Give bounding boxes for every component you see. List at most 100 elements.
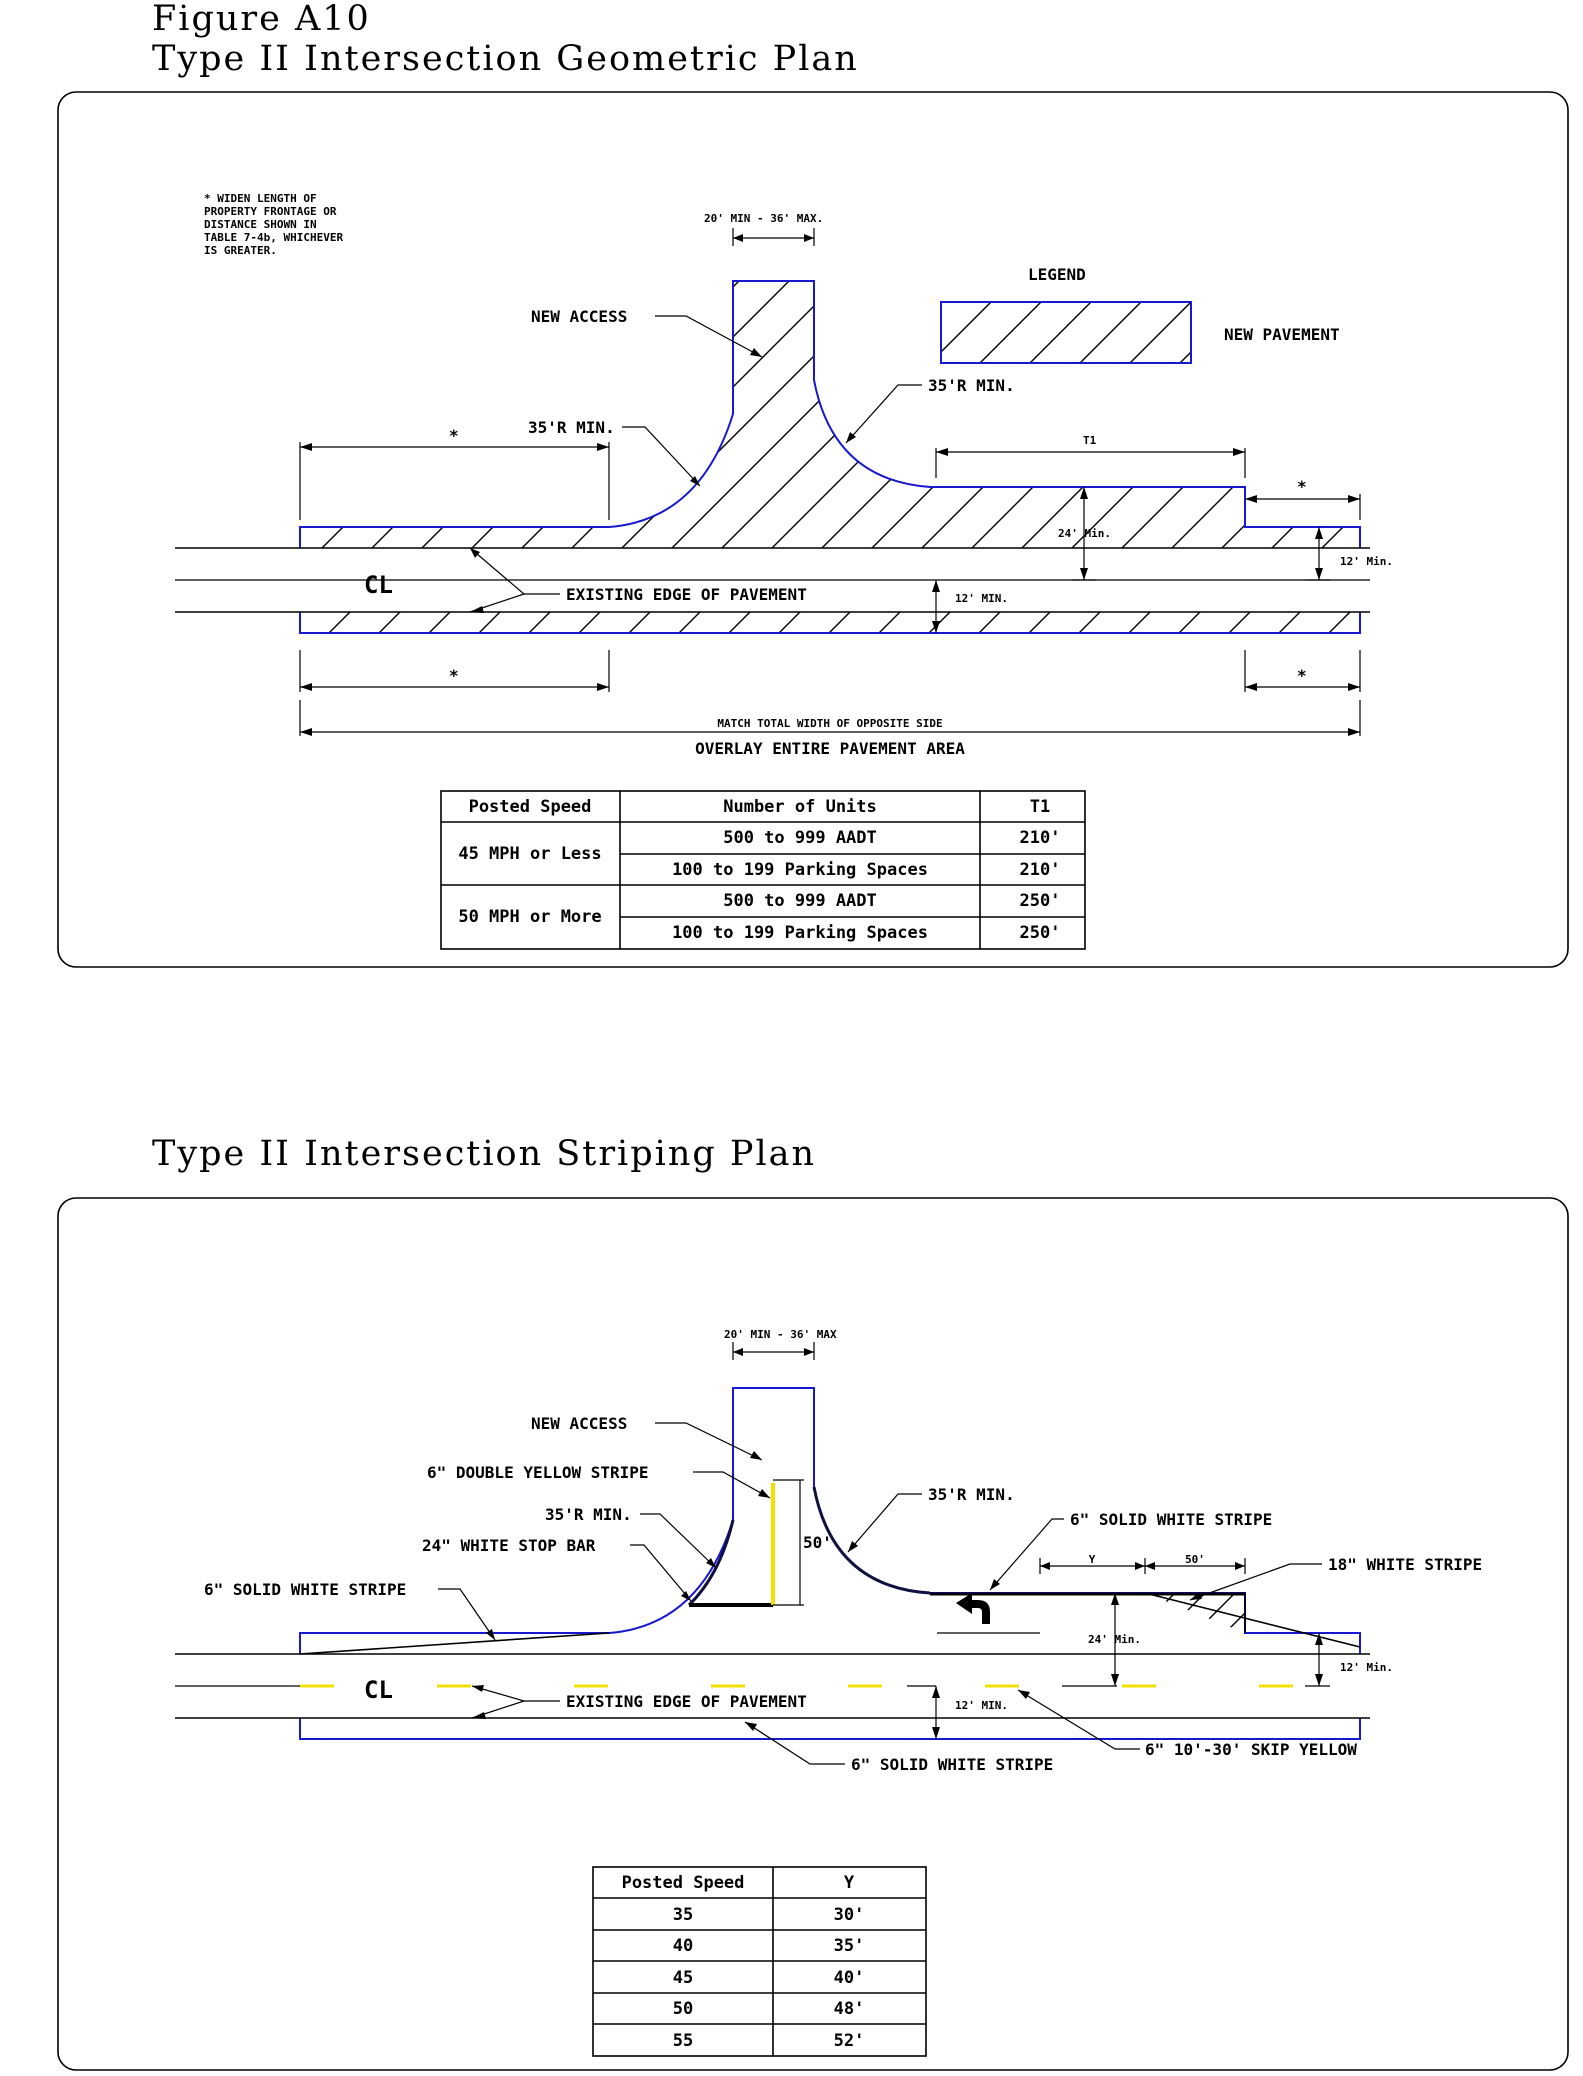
overlay-label: OVERLAY ENTIRE PAVEMENT AREA bbox=[695, 739, 965, 758]
hatch-line bbox=[300, 281, 501, 548]
hatch-line bbox=[1145, 1593, 1146, 1633]
existing-edge-label: EXISTING EDGE OF PAVEMENT bbox=[566, 585, 807, 604]
white-18-label: 18" WHITE STRIPE bbox=[1328, 1555, 1482, 1574]
y-table-speed-4: 50 bbox=[673, 1999, 693, 2019]
access-width-label-striping: 20' MIN - 36' MAX bbox=[724, 1328, 837, 1341]
t1-table-units-3: 500 to 999 AADT bbox=[723, 891, 877, 911]
geometric-panel-frame bbox=[57, 91, 1569, 968]
hatch-line bbox=[1079, 302, 1142, 363]
radius-left-label-striping: 35'R MIN. bbox=[545, 1505, 632, 1524]
y-table-y-3: 40' bbox=[834, 1968, 865, 1988]
hatch-line bbox=[1328, 612, 1351, 633]
star-bottom-right: * bbox=[1297, 666, 1307, 685]
hatch-line bbox=[1129, 302, 1191, 363]
hatch-line bbox=[1228, 612, 1251, 633]
new-pavement-hatch-bottom bbox=[300, 612, 1400, 633]
y-table-speed-5: 55 bbox=[673, 2031, 693, 2051]
y-dim-label: Y bbox=[1089, 1553, 1096, 1566]
centerline-symbol: CL bbox=[364, 571, 393, 599]
hatch-line bbox=[1071, 281, 1351, 548]
hatch-line bbox=[300, 281, 351, 548]
hatch-line bbox=[1021, 281, 1301, 548]
t1-table-units-4: 100 to 199 Parking Spaces bbox=[672, 923, 928, 943]
t1-table-t1-1: 210' bbox=[1020, 828, 1061, 848]
striping-panel-frame bbox=[57, 1197, 1569, 2071]
hatch-line bbox=[478, 612, 501, 633]
star-top-right: * bbox=[1297, 477, 1307, 496]
new-access-label-striping: NEW ACCESS bbox=[531, 1414, 627, 1433]
match-width-label: MATCH TOTAL WIDTH OF OPPOSITE SIDE bbox=[717, 717, 942, 730]
hatch-line bbox=[1029, 302, 1092, 363]
y-table-header-speed: Posted Speed bbox=[622, 1873, 745, 1893]
new-pavement-outline-top bbox=[299, 280, 1361, 548]
solid-white-left-label: 6" SOLID WHITE STRIPE bbox=[204, 1580, 406, 1599]
hatch-line bbox=[1522, 270, 1583, 548]
y-table-speed-2: 40 bbox=[673, 1936, 693, 1956]
fifty-label: 50' bbox=[803, 1533, 832, 1552]
centerline-c-striping: CL bbox=[364, 1676, 393, 1704]
hatch-line bbox=[878, 612, 901, 633]
hatch-line bbox=[871, 281, 1151, 548]
hatch-line bbox=[671, 281, 951, 548]
star-bottom-left: * bbox=[449, 666, 459, 685]
existing-edge-label-striping: EXISTING EDGE OF PAVEMENT bbox=[566, 1692, 807, 1711]
hatch-line bbox=[300, 281, 301, 548]
hatch-line bbox=[628, 612, 651, 633]
hatch-line bbox=[778, 612, 801, 633]
hatch-line bbox=[1028, 612, 1051, 633]
y-table-y-4: 48' bbox=[834, 1999, 865, 2019]
pavement-outline-bottom bbox=[299, 1718, 1361, 1740]
hatch-line bbox=[728, 612, 751, 633]
hatch-line bbox=[300, 281, 551, 548]
left-turn-arrow bbox=[937, 1593, 1040, 1634]
t1-table-t1-2: 210' bbox=[1020, 860, 1061, 880]
hatch-line bbox=[971, 281, 1251, 548]
width-12-center-label-striping: 12' MIN. bbox=[955, 1699, 1008, 1712]
width-24-label: 24' Min. bbox=[1058, 527, 1111, 540]
y-table: Posted Speed Y 35 30' 40 35' 45 40' 50 4… bbox=[592, 1866, 927, 2057]
hatch-line bbox=[1422, 270, 1583, 548]
hatch-line bbox=[300, 612, 301, 613]
width-12-right-label: 12' Min. bbox=[1340, 555, 1393, 568]
y-table-speed-3: 45 bbox=[673, 1968, 693, 1988]
hatch-line bbox=[1145, 1593, 1176, 1633]
hatch-line bbox=[721, 281, 1001, 548]
widen-note-line-1: * WIDEN LENGTH OF bbox=[204, 192, 317, 205]
new-pavement-hatch-top bbox=[300, 270, 1583, 548]
hatch-line bbox=[1379, 612, 1400, 633]
t1-table-header-t1: T1 bbox=[1030, 797, 1050, 817]
hatch-line bbox=[328, 612, 351, 633]
new-access-label: NEW ACCESS bbox=[531, 307, 627, 326]
y-table-y-2: 35' bbox=[834, 1936, 865, 1956]
hatch-line bbox=[941, 302, 942, 303]
radius-right-label: 35'R MIN. bbox=[928, 376, 1015, 395]
width-24-label-striping: 24' Min. bbox=[1088, 1633, 1141, 1646]
t1-table-header-units: Number of Units bbox=[723, 797, 877, 817]
t1-table-speed-1: 45 MPH or Less bbox=[458, 844, 601, 864]
fifty-small-label: 50' bbox=[1185, 1553, 1205, 1566]
solid-white-bottom-label: 6" SOLID WHITE STRIPE bbox=[851, 1755, 1053, 1774]
t1-table: Posted Speed Number of Units T1 45 MPH o… bbox=[440, 790, 1086, 950]
legend-swatch bbox=[940, 301, 1192, 364]
solid-white-right-label: 6" SOLID WHITE STRIPE bbox=[1070, 1510, 1272, 1529]
legend-title: LEGEND bbox=[1028, 265, 1086, 284]
hatch-line bbox=[578, 612, 601, 633]
geometric-plan-title: Type II Intersection Geometric Plan bbox=[152, 39, 859, 79]
new-pavement-outline-bottom bbox=[299, 612, 1361, 634]
t1-table-t1-4: 250' bbox=[1020, 923, 1061, 943]
hatch-line bbox=[1472, 270, 1583, 548]
t1-table-speed-2: 50 MPH or More bbox=[458, 907, 601, 927]
hatch-line bbox=[1321, 281, 1360, 548]
hatch-line bbox=[1078, 612, 1101, 633]
widen-note-line-2: PROPERTY FRONTAGE OR bbox=[204, 205, 337, 218]
y-table-speed-1: 35 bbox=[673, 1905, 693, 1925]
widen-note-line-4: TABLE 7-4b, WHICHEVER bbox=[204, 231, 343, 244]
hatch-line bbox=[621, 281, 901, 548]
hatch-line bbox=[1178, 612, 1201, 633]
hatch-line bbox=[921, 281, 1201, 548]
hatch-line bbox=[978, 612, 1001, 633]
access-width-label: 20' MIN - 36' MAX. bbox=[704, 212, 823, 225]
hatch-line bbox=[828, 612, 851, 633]
hatch-line bbox=[821, 281, 1101, 548]
